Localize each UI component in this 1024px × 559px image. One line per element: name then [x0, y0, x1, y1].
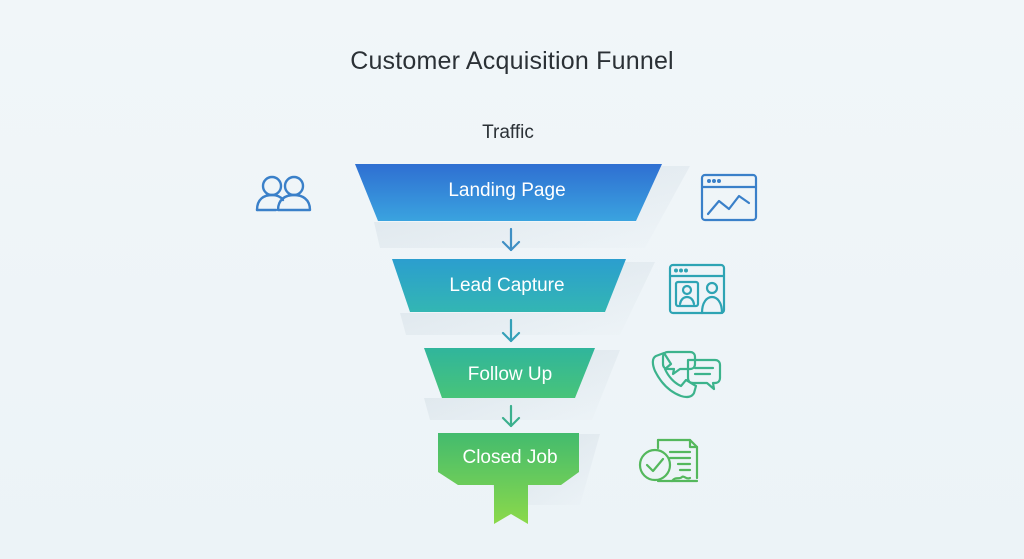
stage-label: Follow Up: [468, 364, 552, 385]
funnel-top-label: Traffic: [482, 122, 534, 143]
down-arrow-icon: [501, 318, 521, 343]
phone-chat-icon: [651, 350, 722, 399]
down-arrow-icon: [501, 404, 521, 428]
signed-contract-icon: [638, 438, 699, 483]
stage-shape: [424, 348, 595, 398]
diagram-title: Customer Acquisition Funnel: [350, 47, 674, 75]
stage-shadow: [374, 166, 690, 248]
stage-shadow: [424, 350, 620, 420]
users-icon: [255, 175, 312, 212]
stage-shape: [355, 164, 662, 221]
funnel-stage-closed-job: Closed Job: [438, 433, 579, 524]
funnel-stage-lead-capture: Lead Capture: [392, 259, 626, 312]
stage-shape: [438, 433, 579, 524]
funnel-stage-landing-page: Landing Page: [355, 164, 662, 221]
stage-label: Closed Job: [462, 447, 557, 468]
funnel-stage-follow-up: Follow Up: [424, 348, 595, 398]
profile-window-icon: [668, 263, 726, 315]
down-arrow-icon: [501, 227, 521, 252]
analytics-window-icon: [700, 173, 758, 222]
stage-label: Landing Page: [448, 180, 565, 201]
stage-label: Lead Capture: [449, 275, 564, 296]
stage-shape: [392, 259, 626, 312]
stage-shadow: [400, 262, 655, 335]
